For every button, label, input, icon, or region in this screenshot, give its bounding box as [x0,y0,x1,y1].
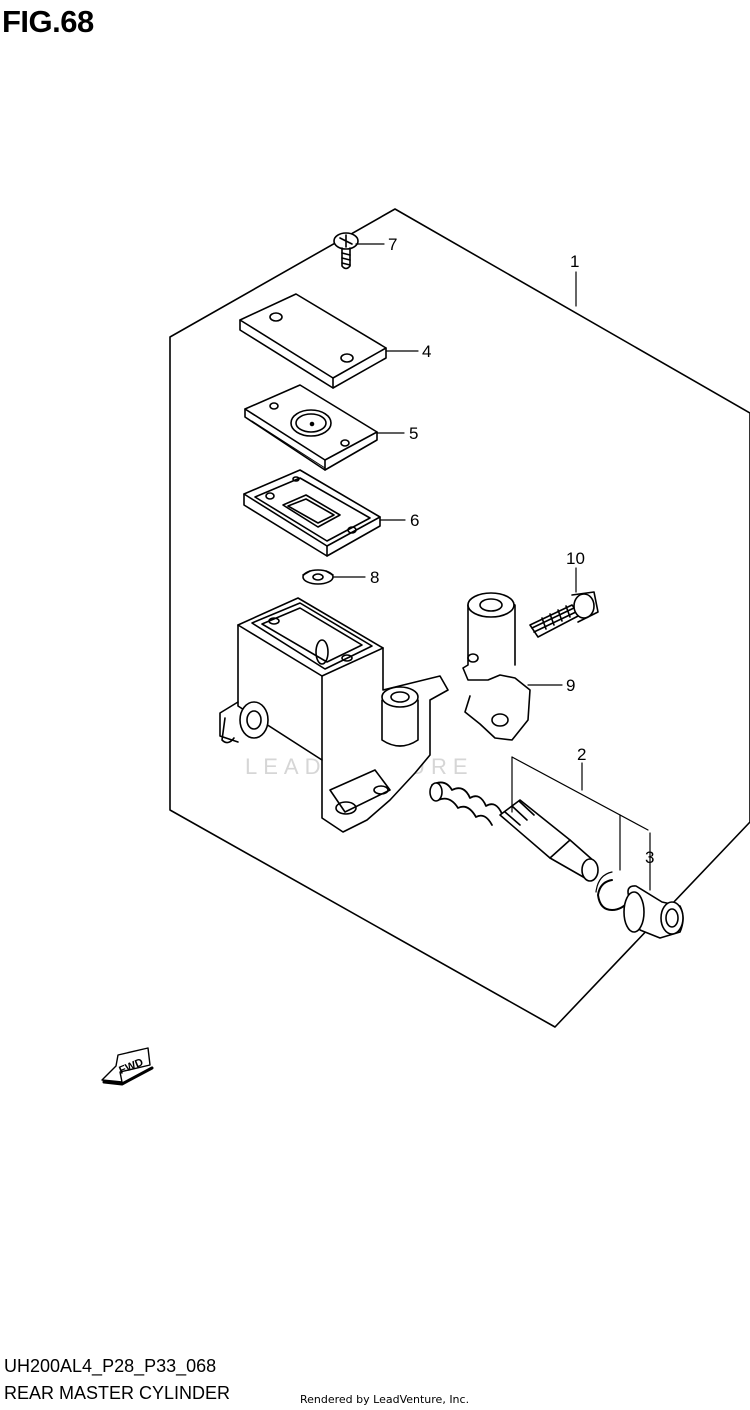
part-9-holder [462,592,531,741]
part-3-boot [623,885,684,939]
callout-4: 4 [422,342,431,361]
callout-7: 7 [388,235,397,254]
fwd-arrow-icon: FWD [101,1047,154,1086]
part-5-plate [244,384,378,471]
callout-5: 5 [409,424,418,443]
part-2-piston [429,781,599,882]
leader-2c [511,756,649,831]
part-group-name: REAR MASTER CYLINDER [4,1383,231,1403]
part-7-screw [333,232,359,270]
part-6-diaphragm [243,469,381,557]
callout-10: 10 [566,549,585,568]
part-10-bolt [529,591,599,638]
part-8-clip [302,569,334,585]
callout-1: 1 [570,252,579,271]
callout-8: 8 [370,568,379,587]
render-credit: Rendered by LeadVenture, Inc. [300,1393,470,1406]
figure-title: FIG.68 [2,4,94,39]
callout-6: 6 [410,511,419,530]
callout-2: 2 [577,745,586,764]
part-2-circlip [595,871,631,911]
model-code: UH200AL4_P28_P33_068 [4,1356,217,1376]
master-cylinder-body [219,597,449,833]
part-4-cap [239,293,387,389]
assembly-frame [169,208,750,1028]
callout-9: 9 [566,676,575,695]
callout-3: 3 [645,848,654,867]
